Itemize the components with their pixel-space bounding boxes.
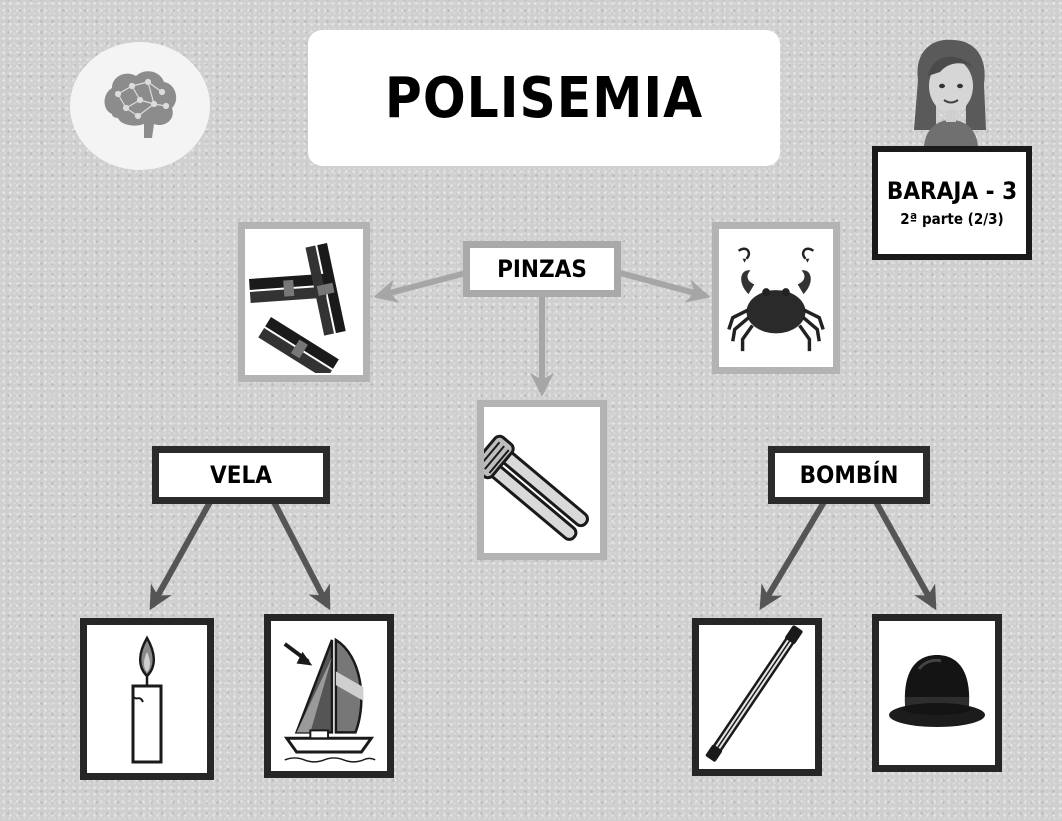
- word-box-bombin: BOMBÍN: [768, 446, 930, 504]
- picture-candle: [80, 618, 214, 780]
- word-bombin: BOMBÍN: [799, 461, 899, 489]
- bicycle-pump-icon: [705, 625, 803, 762]
- picture-bicycle-pump: [692, 618, 822, 776]
- picture-bowler-hat: [872, 614, 1002, 772]
- bombin-arrows: [759, 500, 937, 611]
- deck-card: BARAJA - 3 2ª parte (2/3): [872, 146, 1032, 260]
- word-box-pinzas: PINZAS: [463, 241, 621, 297]
- vela-arrows: [149, 500, 331, 611]
- arrow-to-pump: [759, 500, 827, 611]
- candle-icon: [131, 635, 163, 764]
- deck-subtitle: 2ª parte (2/3): [900, 209, 1004, 228]
- title-banner: POLISEMIA: [308, 30, 780, 166]
- pinzas-arrows: [373, 270, 711, 397]
- bowler-hat-icon: [889, 655, 985, 727]
- arrow-to-sailboat: [271, 500, 331, 611]
- picture-crab-pincers: [712, 222, 840, 374]
- word-vela: VELA: [210, 461, 272, 489]
- crab-icon: [727, 247, 825, 352]
- picture-sailboat: [264, 614, 394, 778]
- word-box-vela: VELA: [152, 446, 330, 504]
- sailboat-icon: [283, 637, 376, 763]
- brain-icon: [104, 71, 177, 138]
- clothes-pegs-icon: [249, 243, 346, 373]
- page-title: POLISEMIA: [384, 65, 704, 131]
- arrow-to-candle: [149, 500, 213, 611]
- teacher-avatar-icon: [914, 39, 986, 146]
- picture-tongs: [477, 400, 607, 560]
- arrow-to-crab: [619, 270, 711, 303]
- word-pinzas: PINZAS: [497, 255, 587, 283]
- arrow-to-pegs: [373, 270, 467, 303]
- arrow-to-hat: [873, 500, 937, 611]
- picture-clothes-pegs: [238, 222, 370, 382]
- tongs-icon: [484, 434, 589, 541]
- brain-logo: [70, 42, 210, 170]
- deck-title: BARAJA - 3: [886, 177, 1018, 206]
